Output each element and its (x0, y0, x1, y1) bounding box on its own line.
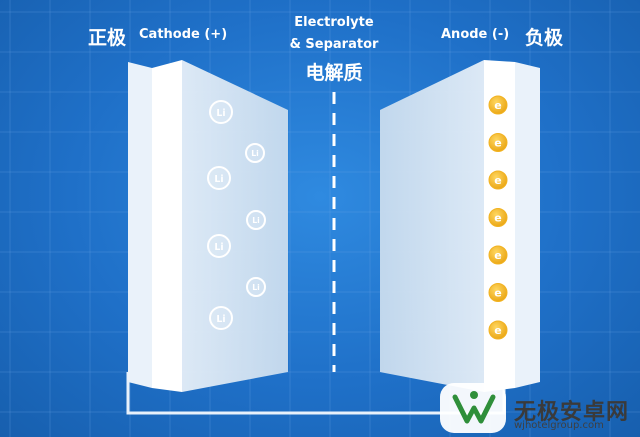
lithium-ion: Li (246, 210, 266, 230)
lithium-ion-label: Li (216, 108, 225, 119)
cathode-plate (128, 60, 288, 392)
cathode-chinese-label: 正极 (88, 27, 127, 49)
cathode-english-label: Cathode (+) (139, 27, 228, 42)
anode-plate (380, 60, 540, 392)
electron-label: e (494, 324, 501, 337)
electron-group: e e e e e e e (488, 95, 508, 340)
electrolyte-label-line1: Electrolyte (294, 15, 374, 30)
lithium-ion: Li (207, 166, 231, 190)
electron-label: e (494, 99, 501, 112)
electron-label: e (494, 137, 501, 150)
electrolyte-label-line2: & Separator (289, 37, 379, 52)
anode-chinese-label: 负极 (525, 27, 564, 49)
electron: e (488, 320, 508, 340)
electron: e (488, 133, 508, 152)
lithium-ion-label: Li (216, 314, 225, 325)
electron-label: e (494, 212, 501, 225)
lithium-ion: Li (246, 277, 266, 297)
lithium-ion-label: Li (214, 242, 223, 253)
lithium-ion-label: Li (252, 283, 260, 292)
electron: e (488, 208, 508, 227)
electron-label: e (494, 287, 501, 300)
lithium-ion: Li (207, 234, 231, 258)
lithium-ion-label: Li (214, 174, 223, 185)
electron: e (488, 95, 508, 115)
watermark-text: 无极安卓网 (514, 400, 630, 425)
lithium-ion: Li (209, 306, 233, 330)
anode-back-layer (515, 62, 540, 388)
watermark-logo-icon (440, 383, 506, 433)
anode-face (380, 60, 484, 392)
electron: e (488, 170, 508, 190)
watermark-url: wjhotelgroup.com (514, 420, 604, 431)
anode-english-label: Anode (-) (441, 27, 510, 42)
electron-label: e (494, 249, 501, 262)
lithium-ion: Li (245, 143, 265, 163)
lithium-ion-label: Li (252, 216, 260, 225)
lithium-ion-label: Li (251, 149, 259, 158)
cathode-face (182, 60, 288, 392)
electron-label: e (494, 174, 501, 187)
lithium-ion: Li (209, 100, 233, 124)
cathode-back-layer (128, 62, 152, 388)
electron: e (488, 245, 508, 265)
electrolyte-chinese-label: 电解质 (305, 62, 363, 84)
electron: e (488, 283, 508, 302)
cathode-edge (152, 60, 182, 392)
